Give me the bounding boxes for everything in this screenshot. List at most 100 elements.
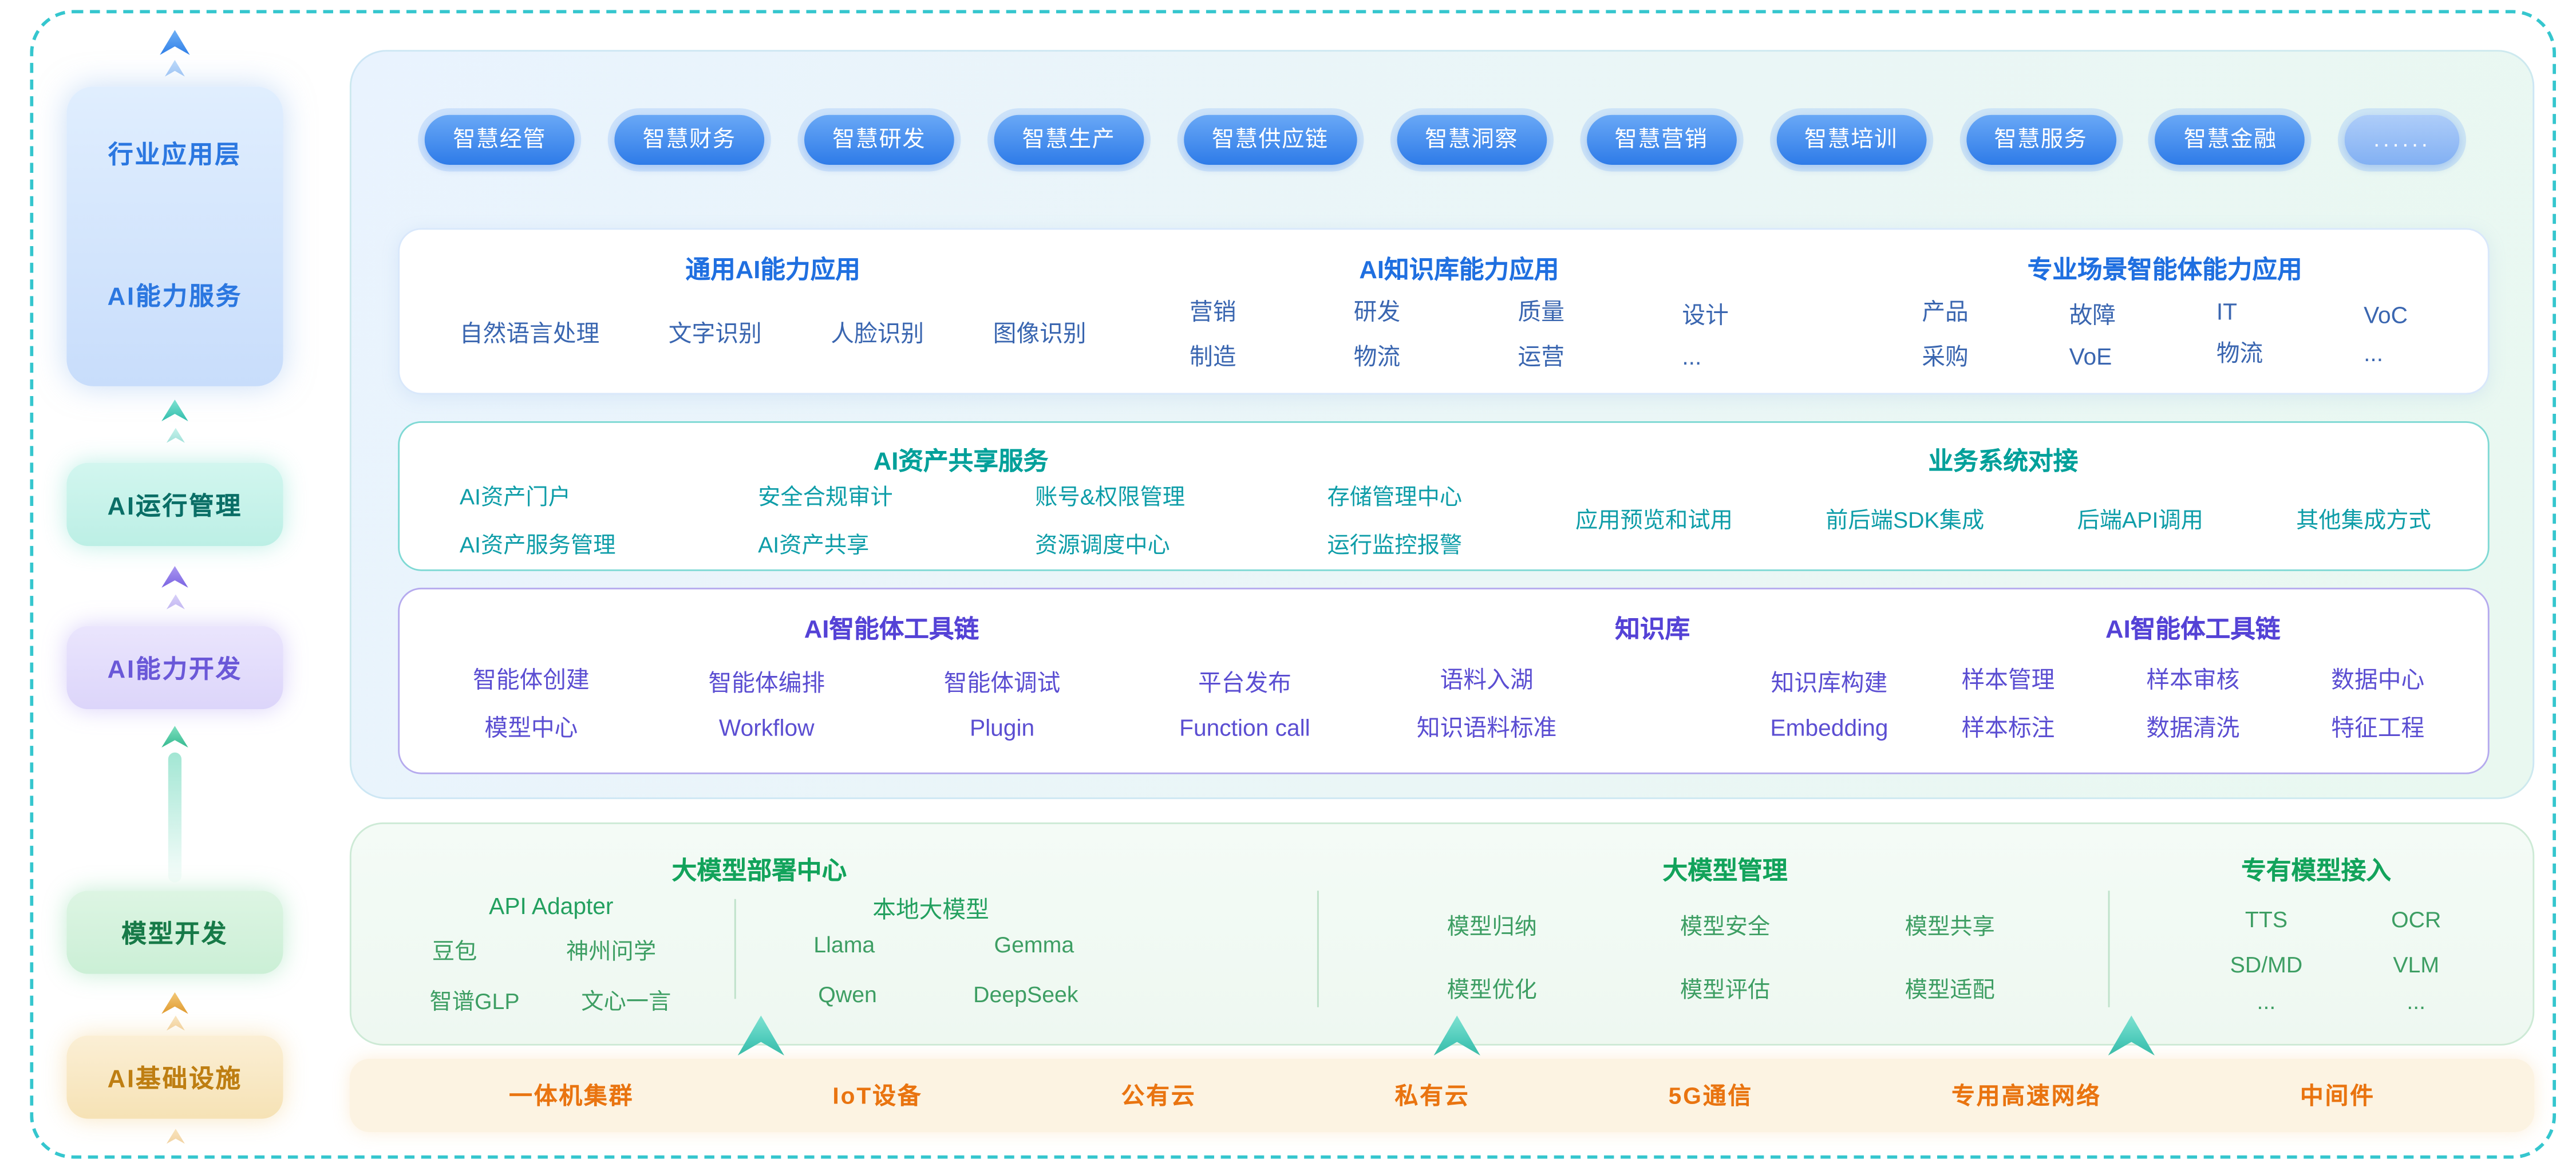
model-item: 模型适配	[1905, 977, 1995, 1003]
data-item: 样本标注	[1961, 713, 2055, 740]
toolchain-item: 模型中心	[484, 713, 578, 740]
kb-item: 知识库构建	[1771, 668, 1888, 695]
toolchain-item: 平台发布	[1198, 668, 1291, 695]
subsection-title: 本地大模型	[872, 895, 989, 923]
asset-item: 存储管理中心	[1327, 484, 1463, 510]
capability-item: 人脸识别	[831, 319, 924, 347]
toolchain-item: 智能体创建	[473, 665, 590, 692]
layer-model-dev: 模型开发	[66, 891, 283, 974]
layer-capability-dev: AI能力开发	[66, 626, 283, 710]
capability-item: 产品	[1922, 297, 1969, 324]
section-title: 专有模型接入	[2241, 857, 2392, 886]
industry-pill: 智慧营销	[1586, 114, 1736, 165]
capability-item: ...	[2364, 338, 2384, 366]
model-item: ...	[2257, 988, 2276, 1014]
industry-pill: 智慧生产	[994, 114, 1144, 165]
asset-item: AI资产共享	[758, 532, 870, 558]
asset-item: AI资产门户	[459, 484, 571, 510]
layer-model-dev-label: 模型开发	[121, 920, 228, 948]
model-item: OCR	[2391, 907, 2441, 932]
toolchain-item: Workflow	[718, 713, 815, 740]
general-ai-section: 通用AI能力应用 自然语言处理 文字识别 人脸识别 图像识别	[400, 230, 1109, 393]
asset-item: 资源调度中心	[1035, 532, 1170, 558]
divider	[1317, 891, 1319, 1007]
capability-item: 营销	[1189, 297, 1236, 324]
section-title: 专业场景智能体能力应用	[2027, 256, 2302, 285]
data-item: 特征工程	[2331, 713, 2425, 740]
ai-capability-card: 通用AI能力应用 自然语言处理 文字识别 人脸识别 图像识别 AI知识库能力应用…	[398, 228, 2490, 395]
capability-item: 文字识别	[668, 319, 762, 347]
capability-item: 物流	[1353, 342, 1401, 369]
capability-item: 研发	[1353, 297, 1401, 324]
data-item: 数据中心	[2331, 665, 2425, 692]
capability-item: ...	[1682, 342, 1702, 369]
toolchain-item: 智能体调试	[943, 668, 1061, 695]
agent-toolchain-section: AI智能体工具链 智能体创建 模型中心 智能体编排 Workflow 智能体调试…	[400, 590, 1360, 773]
kb-item: Embedding	[1770, 713, 1888, 740]
layer-application-top-label: 行业应用层	[108, 141, 242, 170]
section-title: 通用AI能力应用	[685, 256, 860, 285]
layer-application: 行业应用层 AI能力服务	[66, 86, 283, 386]
ai-asset-card: AI资产共享服务 AI资产门户 AI资产服务管理 安全合规审计 AI资产共享 账…	[398, 421, 2490, 571]
industry-pill: 智慧洞察	[1396, 114, 1547, 165]
model-item: TTS	[2245, 907, 2288, 932]
asset-item: 账号&权限管理	[1035, 484, 1186, 510]
data-toolchain-section: AI智能体工具链 样本管理 样本标注 样本审核 数据清洗 数据中心 特征工程	[1945, 590, 2487, 773]
layer-application-bottom-label: AI能力服务	[107, 283, 243, 311]
layer-infrastructure: AI基础设施	[66, 1035, 283, 1119]
capability-item: VoC	[2364, 300, 2408, 327]
model-item: 模型归纳	[1447, 913, 1537, 939]
capability-item: 采购	[1922, 342, 1969, 369]
industry-pill: 智慧服务	[1965, 114, 2116, 165]
layer-runtime-label: AI运行管理	[107, 492, 243, 521]
data-item: 数据清洗	[2146, 713, 2240, 740]
dashed-border-frame	[30, 10, 2557, 1159]
application-panel: 智慧经管 智慧财务 智慧研发 智慧生产 智慧供应链 智慧洞察 智慧营销 智慧培训…	[349, 50, 2535, 800]
industry-pill: 智慧供应链	[1183, 114, 1357, 165]
model-item: 模型共享	[1905, 913, 1995, 939]
capability-item: 物流	[2216, 338, 2263, 366]
industry-pill: 智慧培训	[1776, 114, 1926, 165]
capability-item: 运营	[1518, 342, 1565, 369]
industry-pill: 智慧金融	[2155, 114, 2306, 165]
section-title: 大模型管理	[1662, 857, 1788, 886]
layer-capability-dev-label: AI能力开发	[107, 655, 243, 684]
kb-item: 语料入湖	[1440, 665, 1534, 692]
business-integration-section: 业务系统对接 应用预览和试用 前后端SDK集成 后端API调用 其他集成方式	[1485, 423, 2488, 569]
asset-share-section: AI资产共享服务 AI资产门户 AI资产服务管理 安全合规审计 AI资产共享 账…	[400, 423, 1485, 569]
toolchain-item: Function call	[1179, 713, 1310, 740]
asset-item: 安全合规审计	[758, 484, 893, 510]
divider	[2108, 891, 2110, 1007]
scene-agent-section: 专业场景智能体能力应用 产品 采购 故障 VoE IT 物流	[1799, 230, 2488, 393]
capability-item: 制造	[1189, 342, 1236, 369]
model-item: 豆包	[432, 939, 477, 964]
infra-item: 5G通信	[1668, 1082, 1753, 1109]
asset-item: 运行监控报警	[1327, 532, 1463, 558]
toolchain-item: Plugin	[969, 713, 1035, 740]
integration-item: 应用预览和试用	[1575, 507, 1733, 532]
infra-item: 一体机集群	[509, 1082, 634, 1109]
model-item: 文心一言	[581, 988, 671, 1014]
data-item: 样本审核	[2146, 665, 2240, 692]
model-item: 智谱GLP	[429, 988, 520, 1014]
model-item: SD/MD	[2230, 952, 2303, 978]
toolchain-card: AI智能体工具链 智能体创建 模型中心 智能体编排 Workflow 智能体调试…	[398, 587, 2490, 774]
infra-item: 私有云	[1394, 1082, 1470, 1109]
knowledge-base-section: 知识库 语料入湖 知识语料标准 知识库构建 Embedding	[1360, 590, 1945, 773]
divider	[734, 899, 736, 999]
model-item: 神州问学	[566, 939, 657, 964]
capability-item: IT	[2216, 297, 2238, 324]
flow-trail	[168, 752, 182, 883]
section-title: AI智能体工具链	[804, 616, 979, 644]
industry-pill: 智慧经管	[424, 114, 575, 165]
infra-item: 公有云	[1121, 1082, 1196, 1109]
industry-apps-row: 智慧经管 智慧财务 智慧研发 智慧生产 智慧供应链 智慧洞察 智慧营销 智慧培训…	[424, 114, 2460, 165]
capability-item: 设计	[1682, 300, 1729, 327]
capability-item: 故障	[2069, 300, 2116, 327]
data-item: 样本管理	[1961, 665, 2055, 692]
asset-item: AI资产服务管理	[459, 532, 616, 558]
model-item: 模型优化	[1447, 977, 1537, 1003]
model-item: 模型评估	[1680, 977, 1771, 1003]
capability-item: 图像识别	[993, 319, 1086, 347]
